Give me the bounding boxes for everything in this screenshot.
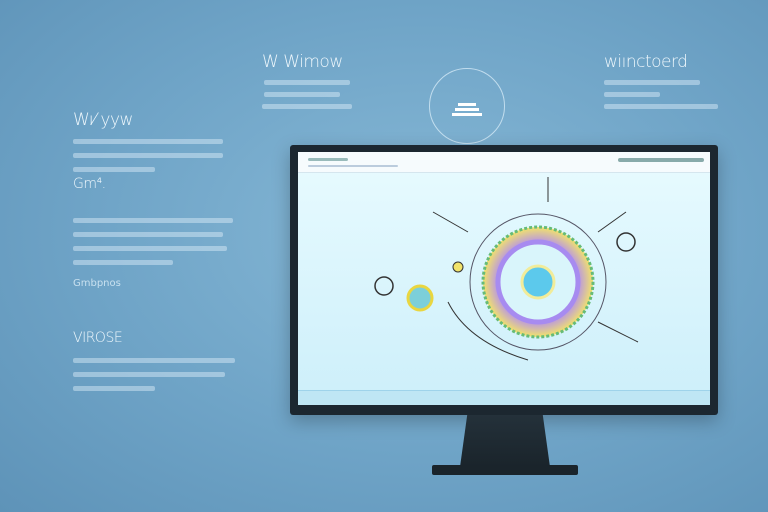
diagram [374,177,639,361]
monitor-stand-neck [460,415,550,467]
heading-left-3: VIROSE [73,330,123,346]
heading-left-2: Gm⁴. [73,176,106,192]
stack-icon [452,103,482,116]
logo-circle [429,68,505,144]
heading-top-right: wiınctoerd [604,52,688,72]
monitor-stand-base [432,465,578,475]
taskbar [298,390,710,405]
heading-left-1: Wı⁄ yyw [73,110,133,130]
app-toolbar [298,152,710,173]
left-small-label: Gmbpnos [73,278,121,289]
monitor-screen [298,152,710,405]
heading-top-center: W Wimow [262,52,343,72]
